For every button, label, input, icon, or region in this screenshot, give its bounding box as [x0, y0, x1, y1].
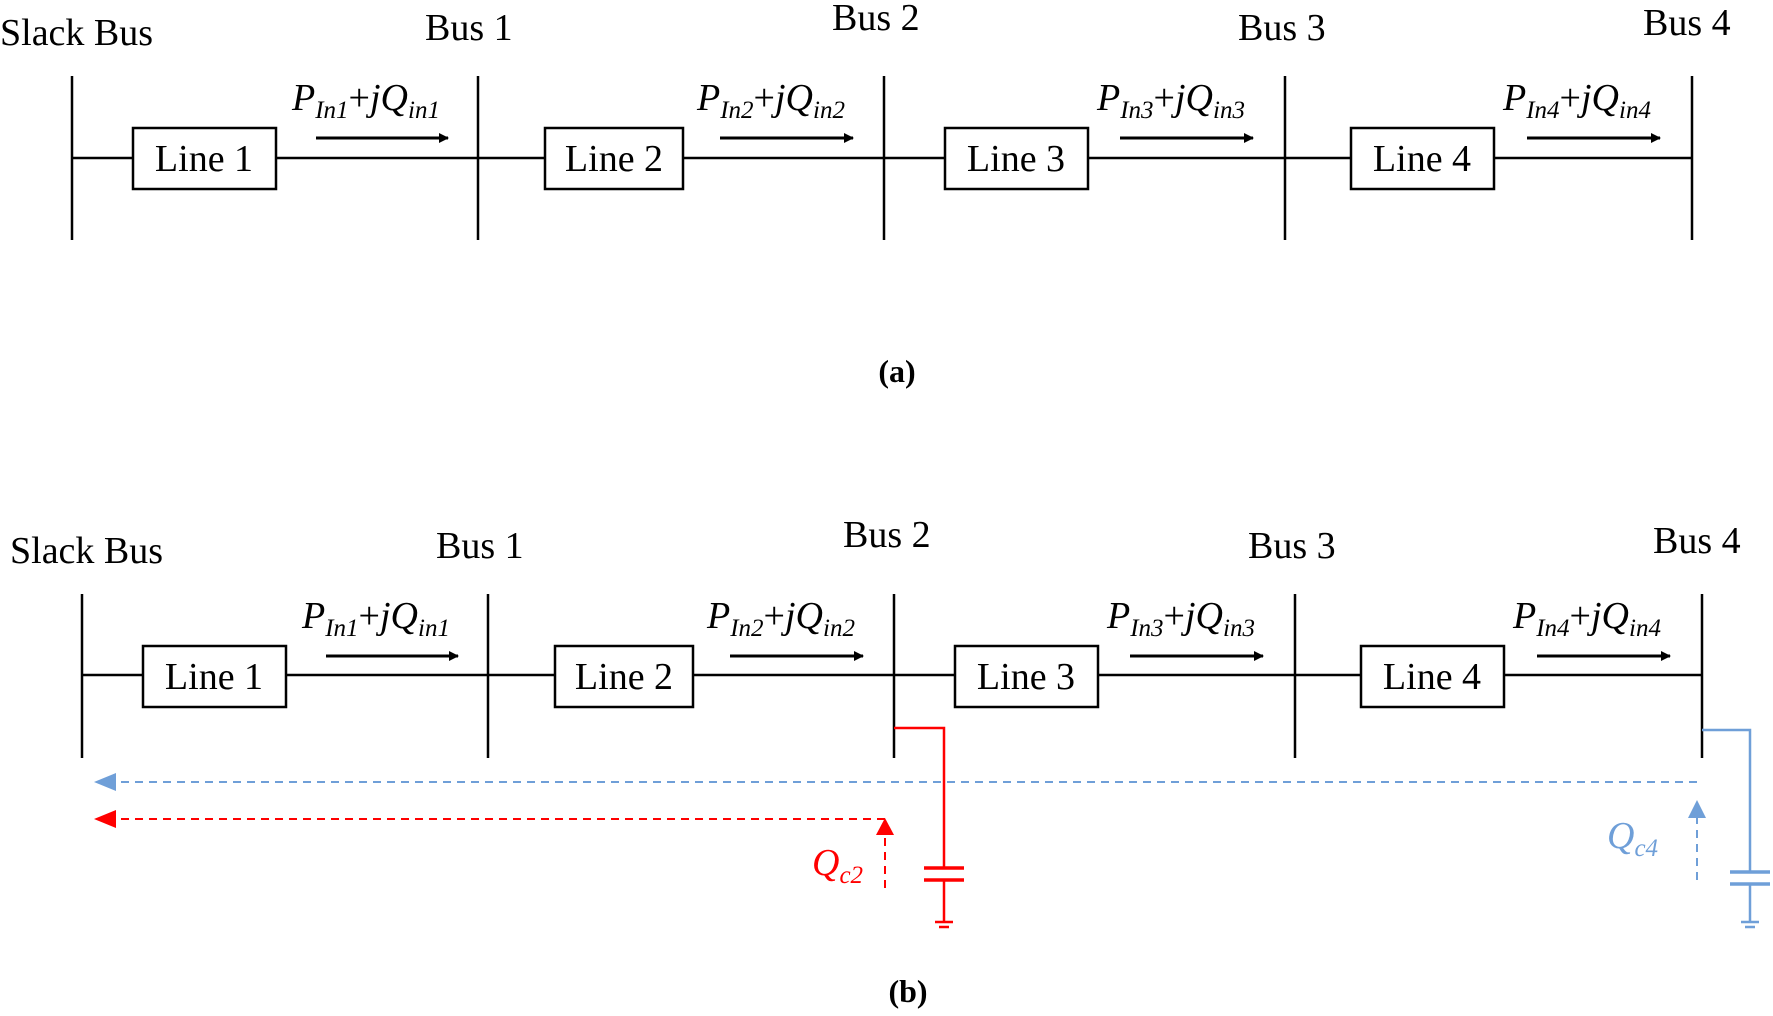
capacitor-bus-4: [1702, 728, 1770, 929]
flow-label-2-b: PIn2+jQin2: [706, 595, 855, 642]
bus-label-2-a: Bus 2: [832, 0, 920, 39]
capacitor-bus-2: [894, 726, 964, 929]
line-box-2-a: [543, 126, 685, 191]
bus-label-3-b: Bus 3: [1248, 525, 1336, 567]
flow-label-4-b: PIn4+jQin4: [1512, 595, 1661, 642]
line-label-3-a: Line 3: [967, 138, 1065, 180]
panel-b: [80, 594, 1704, 758]
line-box-4-a: [1349, 126, 1496, 191]
q-c2-arrows: [110, 818, 886, 888]
line-label-4-a: Line 4: [1373, 138, 1471, 180]
line-label-1-a: Line 1: [155, 138, 253, 180]
line-box-3-b: [953, 644, 1100, 709]
line-box-3-a: [943, 126, 1090, 191]
bus-label-2-b: Bus 2: [843, 514, 931, 556]
caption-a: (a): [878, 353, 915, 389]
bus-label-1-a: Bus 1: [425, 7, 513, 49]
line-box-1-a: [131, 126, 278, 191]
q-c4-label: Qc4: [1607, 815, 1658, 862]
bus-label-4-b: Bus 4: [1653, 520, 1741, 562]
line-box-4-b: [1359, 644, 1506, 709]
panel-a: [70, 76, 1694, 240]
bus-label-slack-a: Slack Bus: [0, 12, 153, 54]
line-label-2-a: Line 2: [565, 138, 663, 180]
q-c2-up-arrowhead: [876, 818, 894, 835]
q-c2-label: Qc2: [812, 842, 863, 889]
flow-label-3-a: PIn3+jQin3: [1096, 77, 1245, 124]
flow-label-4-a: PIn4+jQin4: [1502, 77, 1651, 124]
bus-label-3-a: Bus 3: [1238, 7, 1326, 49]
bus-label-4-a: Bus 4: [1643, 2, 1731, 44]
flow-label-2-a: PIn2+jQin2: [696, 77, 845, 124]
line-label-1-b: Line 1: [165, 656, 263, 698]
flow-label-1-a: PIn1+jQin1: [291, 77, 440, 124]
q-c4-left-arrowhead: [94, 773, 116, 791]
line-box-1-b: [141, 644, 288, 709]
caption-b: (b): [888, 973, 927, 1009]
line-label-2-b: Line 2: [575, 656, 673, 698]
flow-label-1-b: PIn1+jQin1: [301, 595, 450, 642]
bus-label-1-b: Bus 1: [436, 525, 524, 567]
q-c4-arrows: [110, 781, 1698, 880]
line-label-3-b: Line 3: [977, 656, 1075, 698]
flow-label-3-b: PIn3+jQin3: [1106, 595, 1255, 642]
line-box-2-b: [553, 644, 695, 709]
bus-label-slack-b: Slack Bus: [10, 530, 163, 572]
q-c4-up-arrowhead: [1688, 800, 1706, 818]
line-label-4-b: Line 4: [1383, 656, 1481, 698]
q-c2-left-arrowhead: [94, 810, 116, 828]
